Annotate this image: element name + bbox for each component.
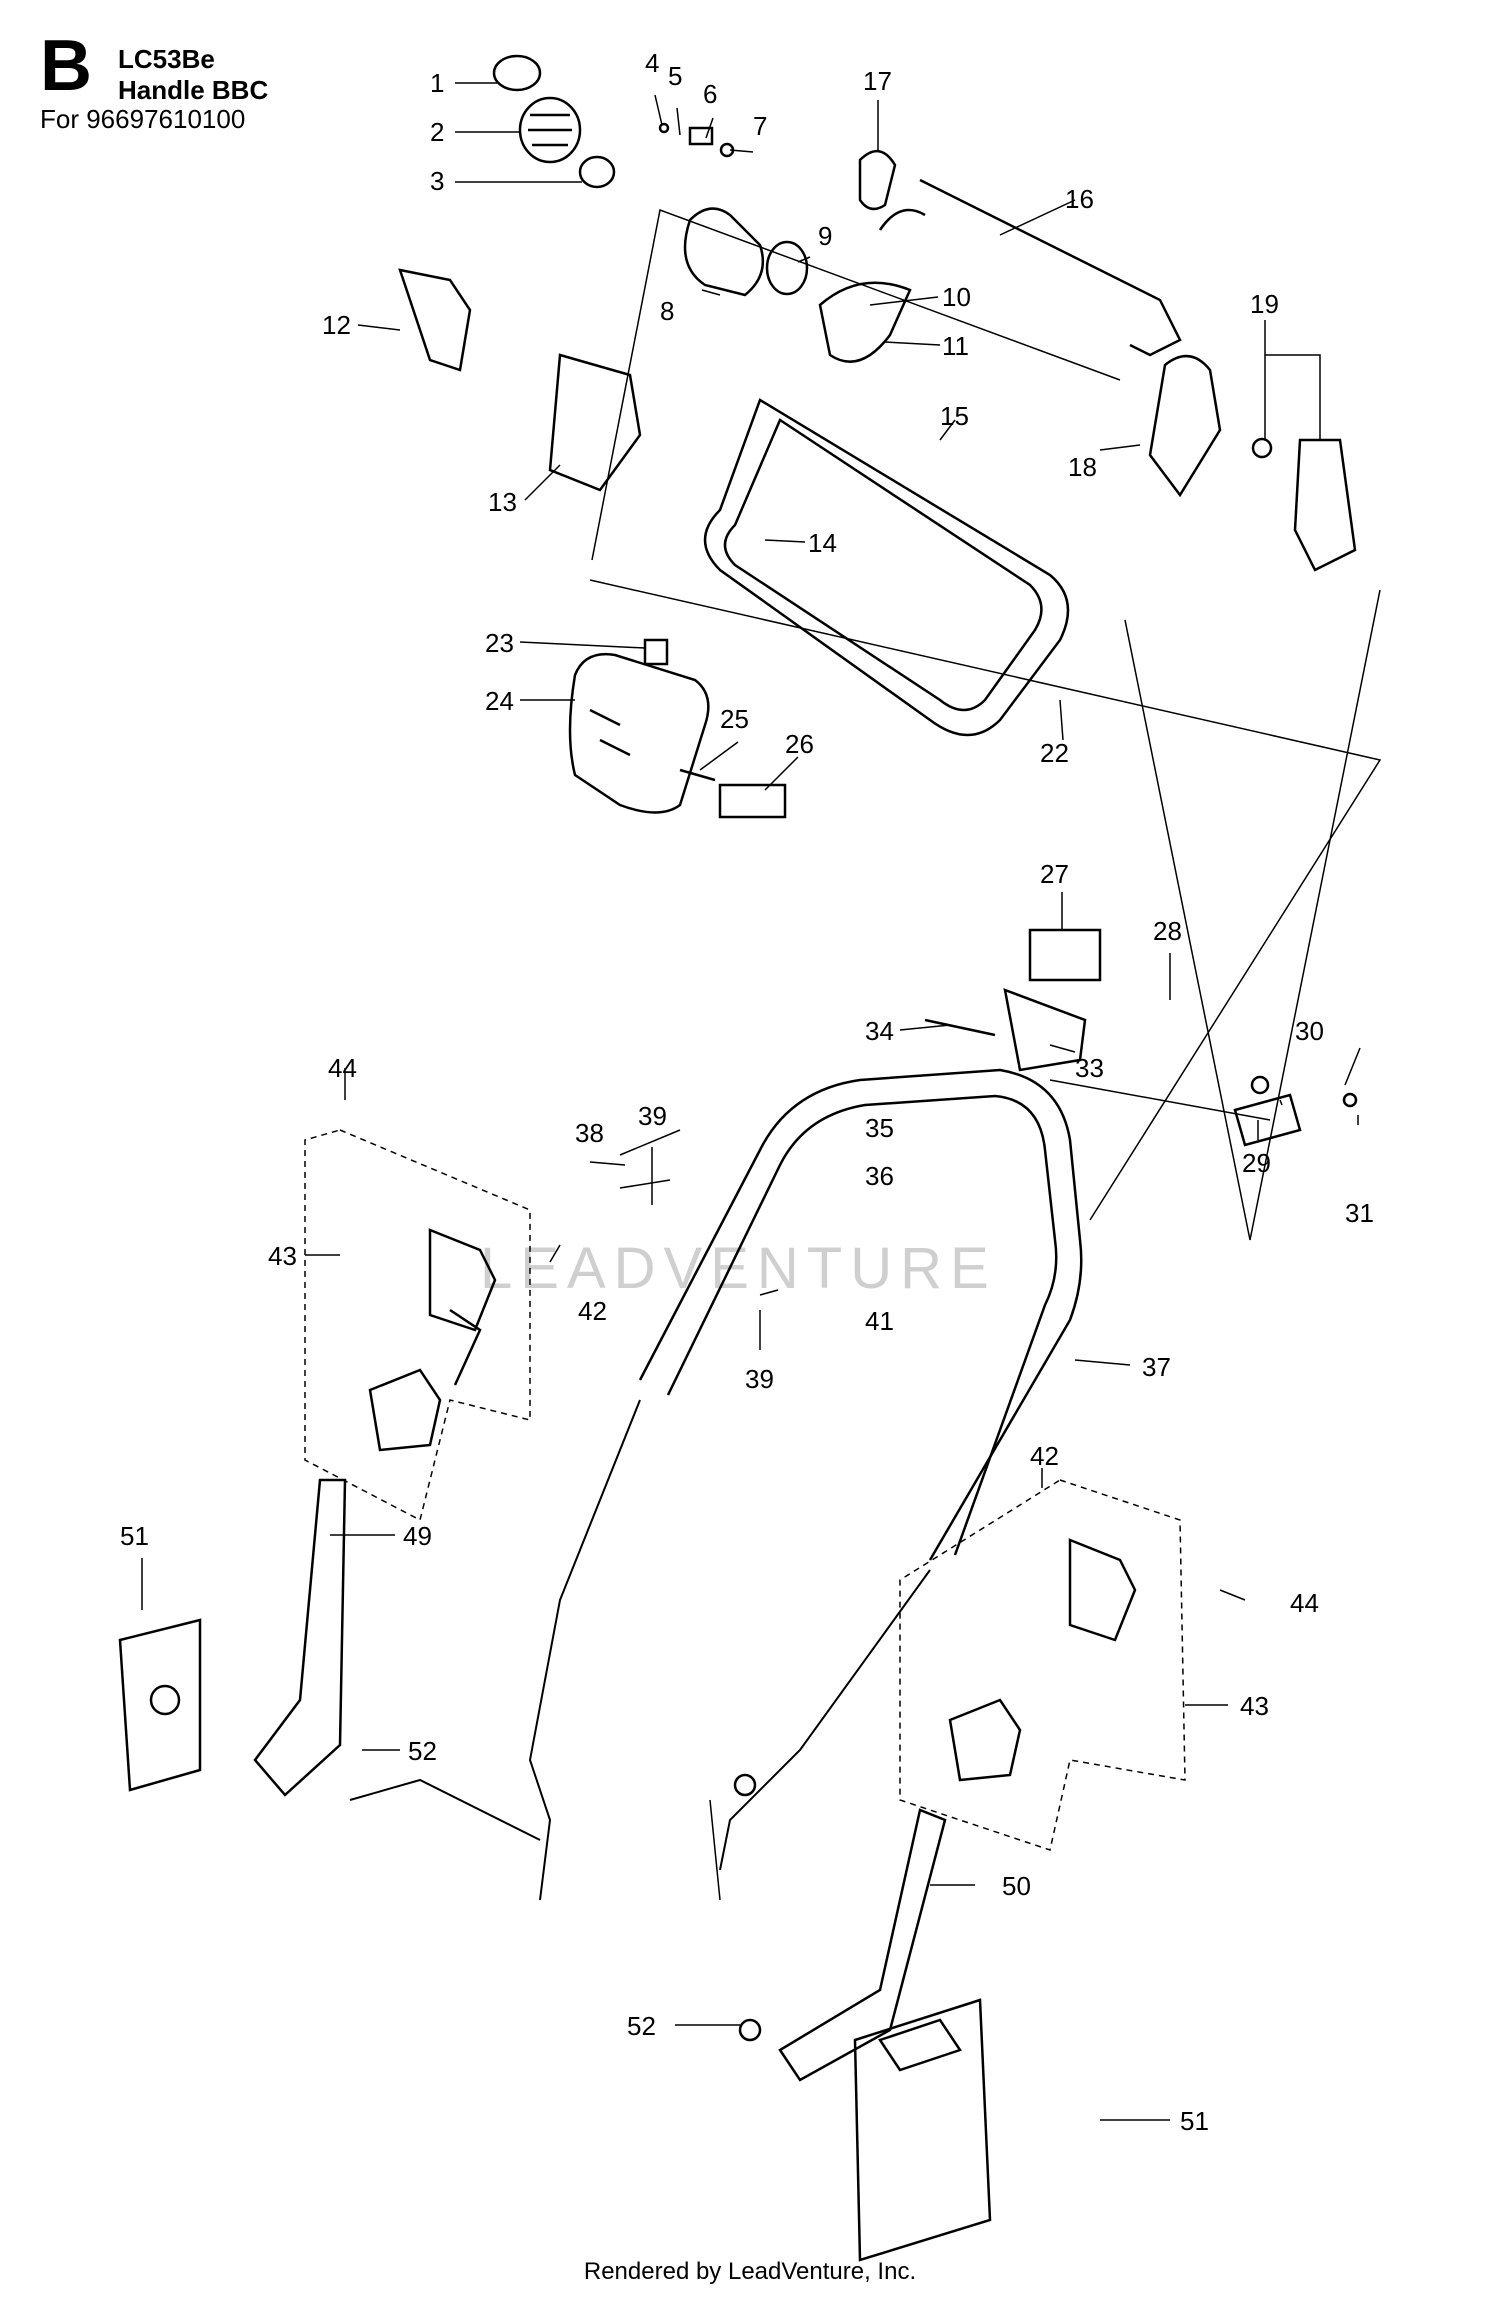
callout-41: 41	[865, 1306, 894, 1336]
callout-6: 6	[703, 79, 717, 109]
part-43-right-frame	[899, 1479, 1186, 1851]
part-24-control-box	[568, 652, 710, 814]
callout-5: 5	[668, 61, 682, 91]
callout-22: 22	[1040, 738, 1069, 768]
watermark-text: LEADVENTURE	[480, 1236, 997, 1301]
callout-1: 1	[430, 68, 444, 98]
callout-14: 14	[808, 528, 837, 558]
part-33-bracket	[1003, 988, 1087, 1072]
callout-8: 8	[660, 296, 674, 326]
callout-28: 28	[1153, 916, 1182, 946]
parts-artwork	[118, 54, 1382, 2262]
part-19-housing	[1148, 355, 1222, 498]
callout-12: 12	[322, 310, 351, 340]
model-number: LC53Be	[118, 44, 215, 74]
part-23-button	[643, 638, 669, 666]
part-52-right-bushing	[738, 2018, 762, 2042]
callout-2: 2	[430, 117, 444, 147]
part-43-right-lower	[948, 1698, 1022, 1782]
footer-credit: Rendered by LeadVenture, Inc.	[583, 2258, 917, 2285]
callout-42-left: 42	[578, 1296, 607, 1326]
part-31-nut	[1342, 1092, 1358, 1108]
callout-38: 38	[575, 1118, 604, 1148]
part-51-right-plate	[853, 1998, 992, 2262]
part-51-left-plate	[118, 1618, 202, 1792]
callout-36: 36	[865, 1161, 894, 1191]
callout-44-left: 44	[328, 1053, 357, 1083]
callout-7: 7	[753, 111, 767, 141]
callout-24: 24	[485, 686, 514, 716]
part-37-lower-handle	[638, 1068, 1083, 1561]
callout-51-left: 51	[120, 1521, 149, 1551]
callout-19: 19	[1250, 289, 1279, 319]
part-34-cable-end	[924, 1018, 996, 1037]
part-43-right-upper	[1068, 1538, 1137, 1642]
callout-15: 15	[940, 401, 969, 431]
part-26-latch	[718, 783, 787, 819]
callout-27: 27	[1040, 859, 1069, 889]
callout-37: 37	[1142, 1352, 1171, 1382]
part-30-knob	[1233, 1093, 1302, 1147]
callout-23: 23	[485, 628, 514, 658]
callout-26: 26	[785, 729, 814, 759]
callout-17: 17	[863, 66, 892, 96]
part-43-left-lower	[368, 1368, 442, 1452]
part-12-bracket	[398, 268, 472, 372]
callout-9: 9	[818, 221, 832, 251]
callout-51-right: 51	[1180, 2106, 1209, 2136]
callout-3: 3	[430, 166, 444, 196]
part-29-washer	[1250, 1075, 1270, 1095]
part-19-lever	[1293, 438, 1357, 572]
leader-lines	[141, 82, 1361, 2121]
diagram-name: Handle BBC	[118, 75, 269, 105]
callout-25: 25	[720, 704, 749, 734]
part-52-left-bushing	[733, 1773, 757, 1797]
section-letter: B	[40, 26, 92, 106]
part-15-upper-handle	[703, 398, 1070, 737]
cable-right	[719, 1569, 931, 1871]
callout-11: 11	[942, 331, 969, 361]
callout-18: 18	[1068, 452, 1097, 482]
part-10-cover	[818, 281, 912, 363]
part-50-right-leg	[778, 1808, 947, 2082]
callout-4: 4	[645, 48, 659, 78]
part-43-left-upper	[428, 1228, 497, 1332]
callout-33: 33	[1075, 1053, 1104, 1083]
callout-52-left: 52	[408, 1736, 437, 1766]
callout-labels: 1 2 3 4 5 6 7 8 9 10 11 12 13 14 15 16 1…	[120, 48, 1374, 2136]
part-9-spring	[765, 240, 809, 296]
callout-34: 34	[865, 1016, 894, 1046]
callout-13: 13	[488, 487, 517, 517]
callout-39-top: 39	[638, 1101, 667, 1131]
callout-49: 49	[403, 1521, 432, 1551]
callout-10: 10	[942, 282, 971, 312]
part-8-housing	[683, 207, 765, 297]
for-serial: For 96697610100	[40, 104, 246, 134]
callout-39-bottom: 39	[745, 1364, 774, 1394]
callout-31: 31	[1345, 1198, 1374, 1228]
callout-50: 50	[1002, 1871, 1031, 1901]
callout-16: 16	[1065, 184, 1094, 214]
part-43-left-frame	[304, 1129, 531, 1522]
callout-43-left: 43	[268, 1241, 297, 1271]
part-1-cap	[492, 54, 542, 92]
part-2-knob	[518, 96, 582, 164]
callout-30: 30	[1295, 1016, 1324, 1046]
callout-42-right: 42	[1030, 1441, 1059, 1471]
part-16-rod	[919, 178, 1182, 357]
part-17-clip	[858, 150, 897, 211]
callout-29: 29	[1242, 1148, 1271, 1178]
callout-52-right: 52	[627, 2011, 656, 2041]
part-27-bracket	[1028, 928, 1102, 982]
part-13-housing	[548, 353, 642, 492]
part-3-bushing	[578, 155, 616, 189]
callout-35: 35	[865, 1113, 894, 1143]
part-49-left-leg	[253, 1478, 347, 1797]
callout-44-right: 44	[1290, 1588, 1319, 1618]
callout-43-right: 43	[1240, 1691, 1269, 1721]
cable-left	[528, 1399, 641, 1901]
